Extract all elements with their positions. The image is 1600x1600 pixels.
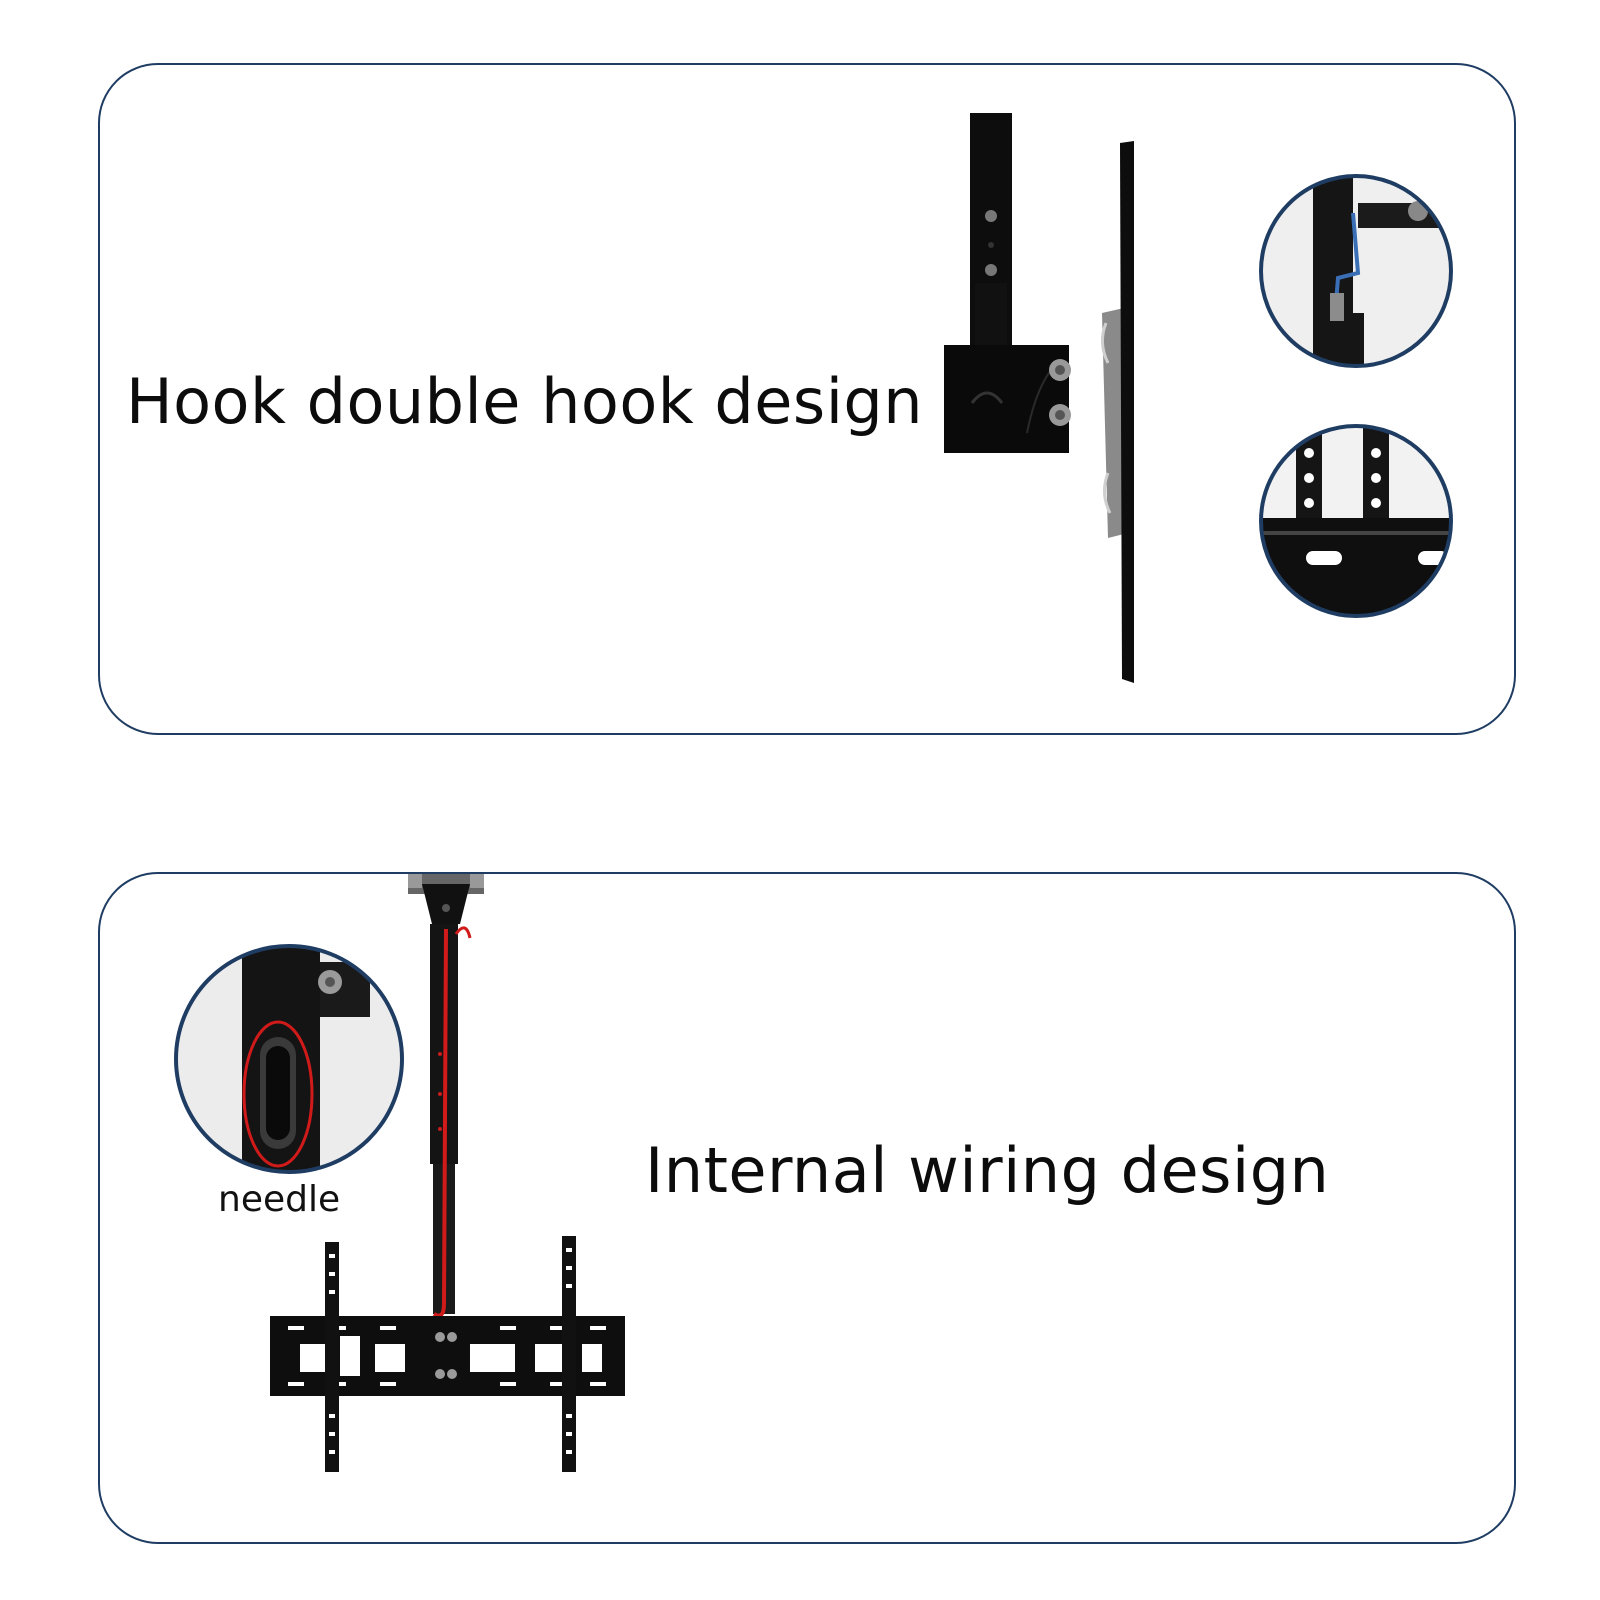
needle-caption: needle — [218, 1179, 341, 1220]
hook-closeup-icon — [1259, 174, 1453, 368]
feature-panel-hook: Hook double hook design — [98, 63, 1516, 735]
needle-hole-closeup-icon — [174, 944, 404, 1174]
headline-hook-design: Hook double hook design — [126, 365, 924, 438]
headline-wiring-design: Internal wiring design — [645, 1134, 1330, 1207]
feature-panel-wiring: Internal wiring design needle — [98, 872, 1516, 1544]
ceiling-mount-side-view-icon — [944, 113, 1134, 683]
plate-closeup-icon — [1259, 424, 1453, 618]
ceiling-mount-front-view-icon — [270, 874, 625, 1472]
